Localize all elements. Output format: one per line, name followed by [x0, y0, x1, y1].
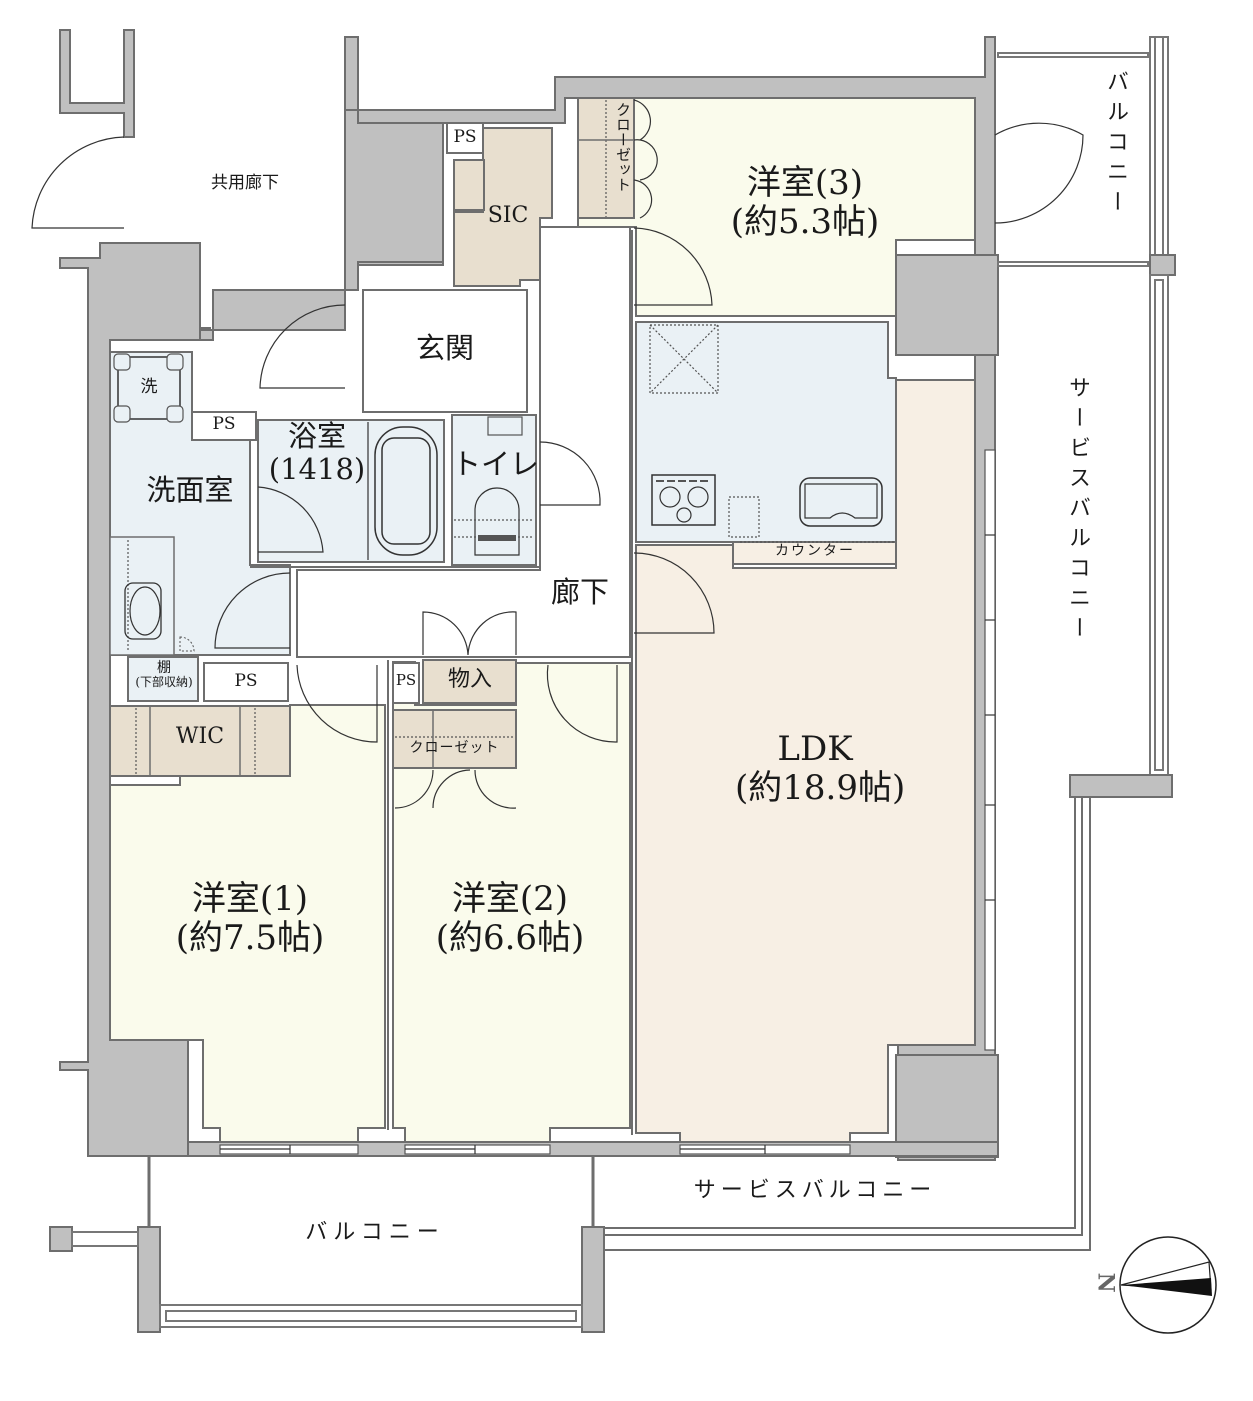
- washer-label: 洗: [140, 377, 158, 397]
- toilet-label: トイレ: [452, 447, 540, 481]
- shelf-lower-storage: [127, 656, 199, 702]
- ps-label-3: PS: [234, 671, 258, 691]
- stove-icon: [651, 474, 716, 526]
- ldk-size: (約18.9帖): [735, 768, 906, 809]
- room-ldk: [635, 379, 976, 1143]
- ldk-name: LDK: [777, 729, 853, 769]
- closet-room2-label: クローゼット: [409, 740, 500, 756]
- balcony-post-3: [49, 1226, 73, 1252]
- room-sic: [453, 127, 553, 287]
- ps-box-4: [392, 662, 420, 704]
- balcony-post: [1149, 254, 1176, 276]
- sic-shelf: [453, 159, 485, 211]
- east-balcony-label: バルコニー: [1103, 70, 1128, 220]
- western-room-3-label: 洋室(3) (約5.3帖): [715, 163, 895, 243]
- south-balcony-label: バルコニー: [305, 1220, 445, 1245]
- east-service-balcony-label: サービスバルコニー: [1065, 376, 1090, 646]
- hallway-label: 廊下: [550, 575, 609, 609]
- entrance-label: 玄関: [415, 331, 474, 365]
- bathtub-icon: [374, 426, 438, 556]
- room-storage: [422, 659, 517, 704]
- sink-icon: [124, 582, 162, 640]
- western-room-1-size: (約7.5帖): [175, 918, 325, 959]
- western-room-3-name: 洋室(3): [746, 163, 864, 203]
- bathroom-size: (1418): [268, 452, 366, 487]
- compass-north-label: N: [1092, 1272, 1119, 1293]
- ps-box-3: [203, 662, 289, 702]
- counter-label: カウンター: [775, 543, 855, 559]
- western-room-1-name: 洋室(1): [191, 879, 309, 919]
- western-room-2-name: 洋室(2): [451, 879, 569, 919]
- storage-label: 物入: [447, 667, 492, 692]
- western-room-2-size: (約6.6帖): [435, 918, 585, 959]
- toilet-icon: [474, 487, 520, 556]
- door-swings: [31, 99, 1084, 809]
- western-room-3-size: (約5.3帖): [730, 202, 880, 243]
- kitchen-counter: [732, 541, 897, 565]
- column-southeast: [895, 1054, 999, 1158]
- ps-box-2: [191, 411, 257, 441]
- wall-inner-top: [344, 109, 444, 291]
- western-room-1-label: 洋室(1) (約7.5帖): [160, 879, 340, 959]
- shelf-name: 棚: [157, 660, 171, 676]
- kitchen-sink-icon: [799, 477, 883, 527]
- kitchen-area: [635, 321, 897, 543]
- closet-room2: [392, 709, 517, 769]
- balcony-wall-left: [137, 1226, 161, 1333]
- balcony-wall-right: [581, 1226, 605, 1333]
- ps-label-1: PS: [453, 127, 477, 147]
- compass-icon: [1119, 1236, 1217, 1334]
- ps-label-4: PS: [395, 671, 417, 689]
- room-western-2: [392, 661, 631, 1143]
- western-room-2-label: 洋室(2) (約6.6帖): [420, 879, 600, 959]
- room-entrance: [362, 289, 528, 413]
- ldk-label: LDK (約18.9帖): [735, 729, 906, 809]
- sic-label: SIC: [487, 203, 529, 228]
- wall-corridor-right: [199, 36, 996, 1161]
- shelf-note: (下部収納): [135, 675, 193, 690]
- ps-label-2: PS: [212, 414, 236, 434]
- room-toilet: [451, 414, 537, 566]
- shelf-label: 棚 (下部収納): [130, 660, 198, 690]
- south-service-balcony-label: サービスバルコニー: [693, 1178, 937, 1203]
- wall-corridor-left: [59, 29, 135, 138]
- washroom-label: 洗面室: [146, 473, 234, 507]
- closet-room3-label: クローゼット: [614, 102, 632, 192]
- wic-label: WIC: [175, 724, 225, 749]
- room-bathroom: [257, 419, 445, 563]
- column-east: [895, 254, 999, 356]
- bathroom-label: 浴室 (1418): [262, 419, 372, 487]
- fridge-space-icon: [649, 324, 719, 394]
- common-corridor-label: 共用廊下: [211, 173, 279, 193]
- balcony-post-2: [1069, 774, 1173, 798]
- bathroom-name: 浴室: [287, 419, 346, 453]
